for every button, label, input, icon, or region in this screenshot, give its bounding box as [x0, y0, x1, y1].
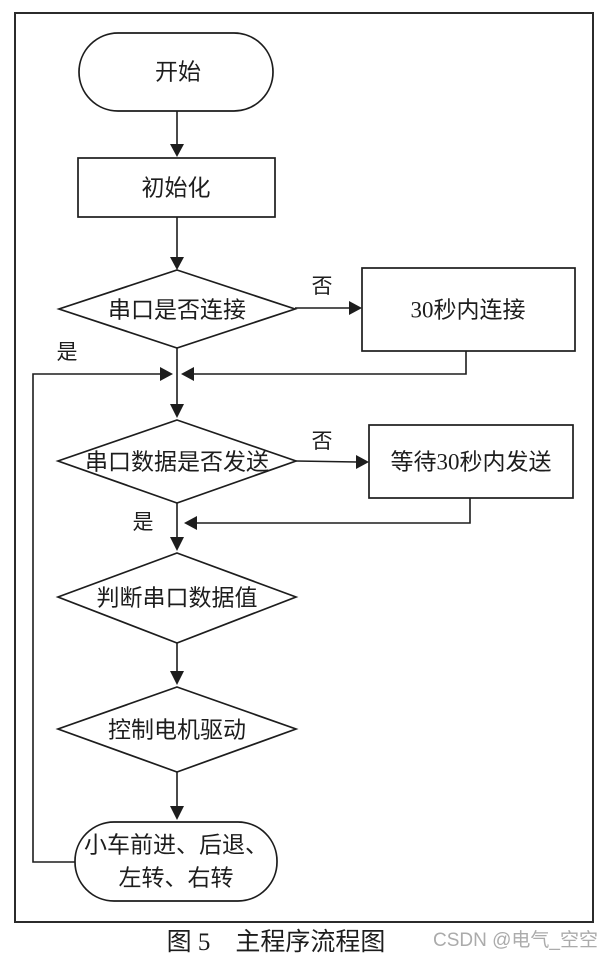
edge-connect-loopback [194, 351, 467, 375]
arrowhead-right-icon [349, 301, 362, 315]
arrowhead-down-icon [170, 144, 184, 157]
arrowhead-down-icon [170, 806, 184, 820]
arrowhead-right-icon [356, 455, 369, 469]
branch-label-sent-no: 否 [312, 429, 333, 453]
edge-wait-loopback [197, 498, 471, 524]
node-wait-30s-send [368, 424, 574, 499]
csdn-watermark: CSDN @电气_空空 [433, 929, 598, 951]
arrowhead-down-icon [170, 671, 184, 685]
figure-caption: 图 5 主程序流程图 [167, 928, 386, 956]
arrowhead-down-icon [170, 404, 184, 418]
branch-label-connected-yes: 是 [57, 340, 78, 364]
node-decision-motor-drive-label: 控制电机驱动 [108, 718, 246, 743]
edge-end-loopback [32, 373, 160, 863]
arrowhead-right-icon [160, 367, 173, 381]
figure-border [14, 12, 594, 923]
node-init-label: 初始化 [142, 176, 211, 201]
node-connect-30s-label: 30秒内连接 [411, 298, 526, 323]
node-decision-serial-connected-label: 串口是否连接 [108, 298, 246, 323]
node-end-label-line1: 小车前进、后退、 [84, 833, 268, 858]
node-decision-serial-connected [56, 269, 298, 349]
edge-decision2-no [295, 460, 358, 463]
node-end-label-line2: 左转、右转 [119, 866, 234, 891]
node-decision-judge-value [55, 552, 299, 644]
arrowhead-down-icon [170, 537, 184, 551]
node-end [74, 821, 278, 902]
branch-label-connected-no: 否 [312, 274, 333, 298]
branch-label-sent-yes: 是 [133, 510, 154, 534]
node-connect-30s [361, 267, 576, 352]
arrowhead-down-icon [170, 257, 184, 270]
node-init [77, 157, 276, 218]
node-decision-data-sent [55, 419, 299, 504]
arrowhead-left-icon [181, 367, 194, 381]
node-decision-data-sent-label: 串口数据是否发送 [85, 450, 269, 475]
node-wait-30s-send-label: 等待30秒内发送 [391, 450, 552, 475]
arrowhead-left-icon [184, 516, 197, 530]
node-start-label: 开始 [155, 60, 201, 85]
node-decision-judge-value-label: 判断串口数据值 [97, 586, 258, 611]
node-decision-motor-drive [55, 686, 299, 773]
node-start [78, 32, 274, 112]
